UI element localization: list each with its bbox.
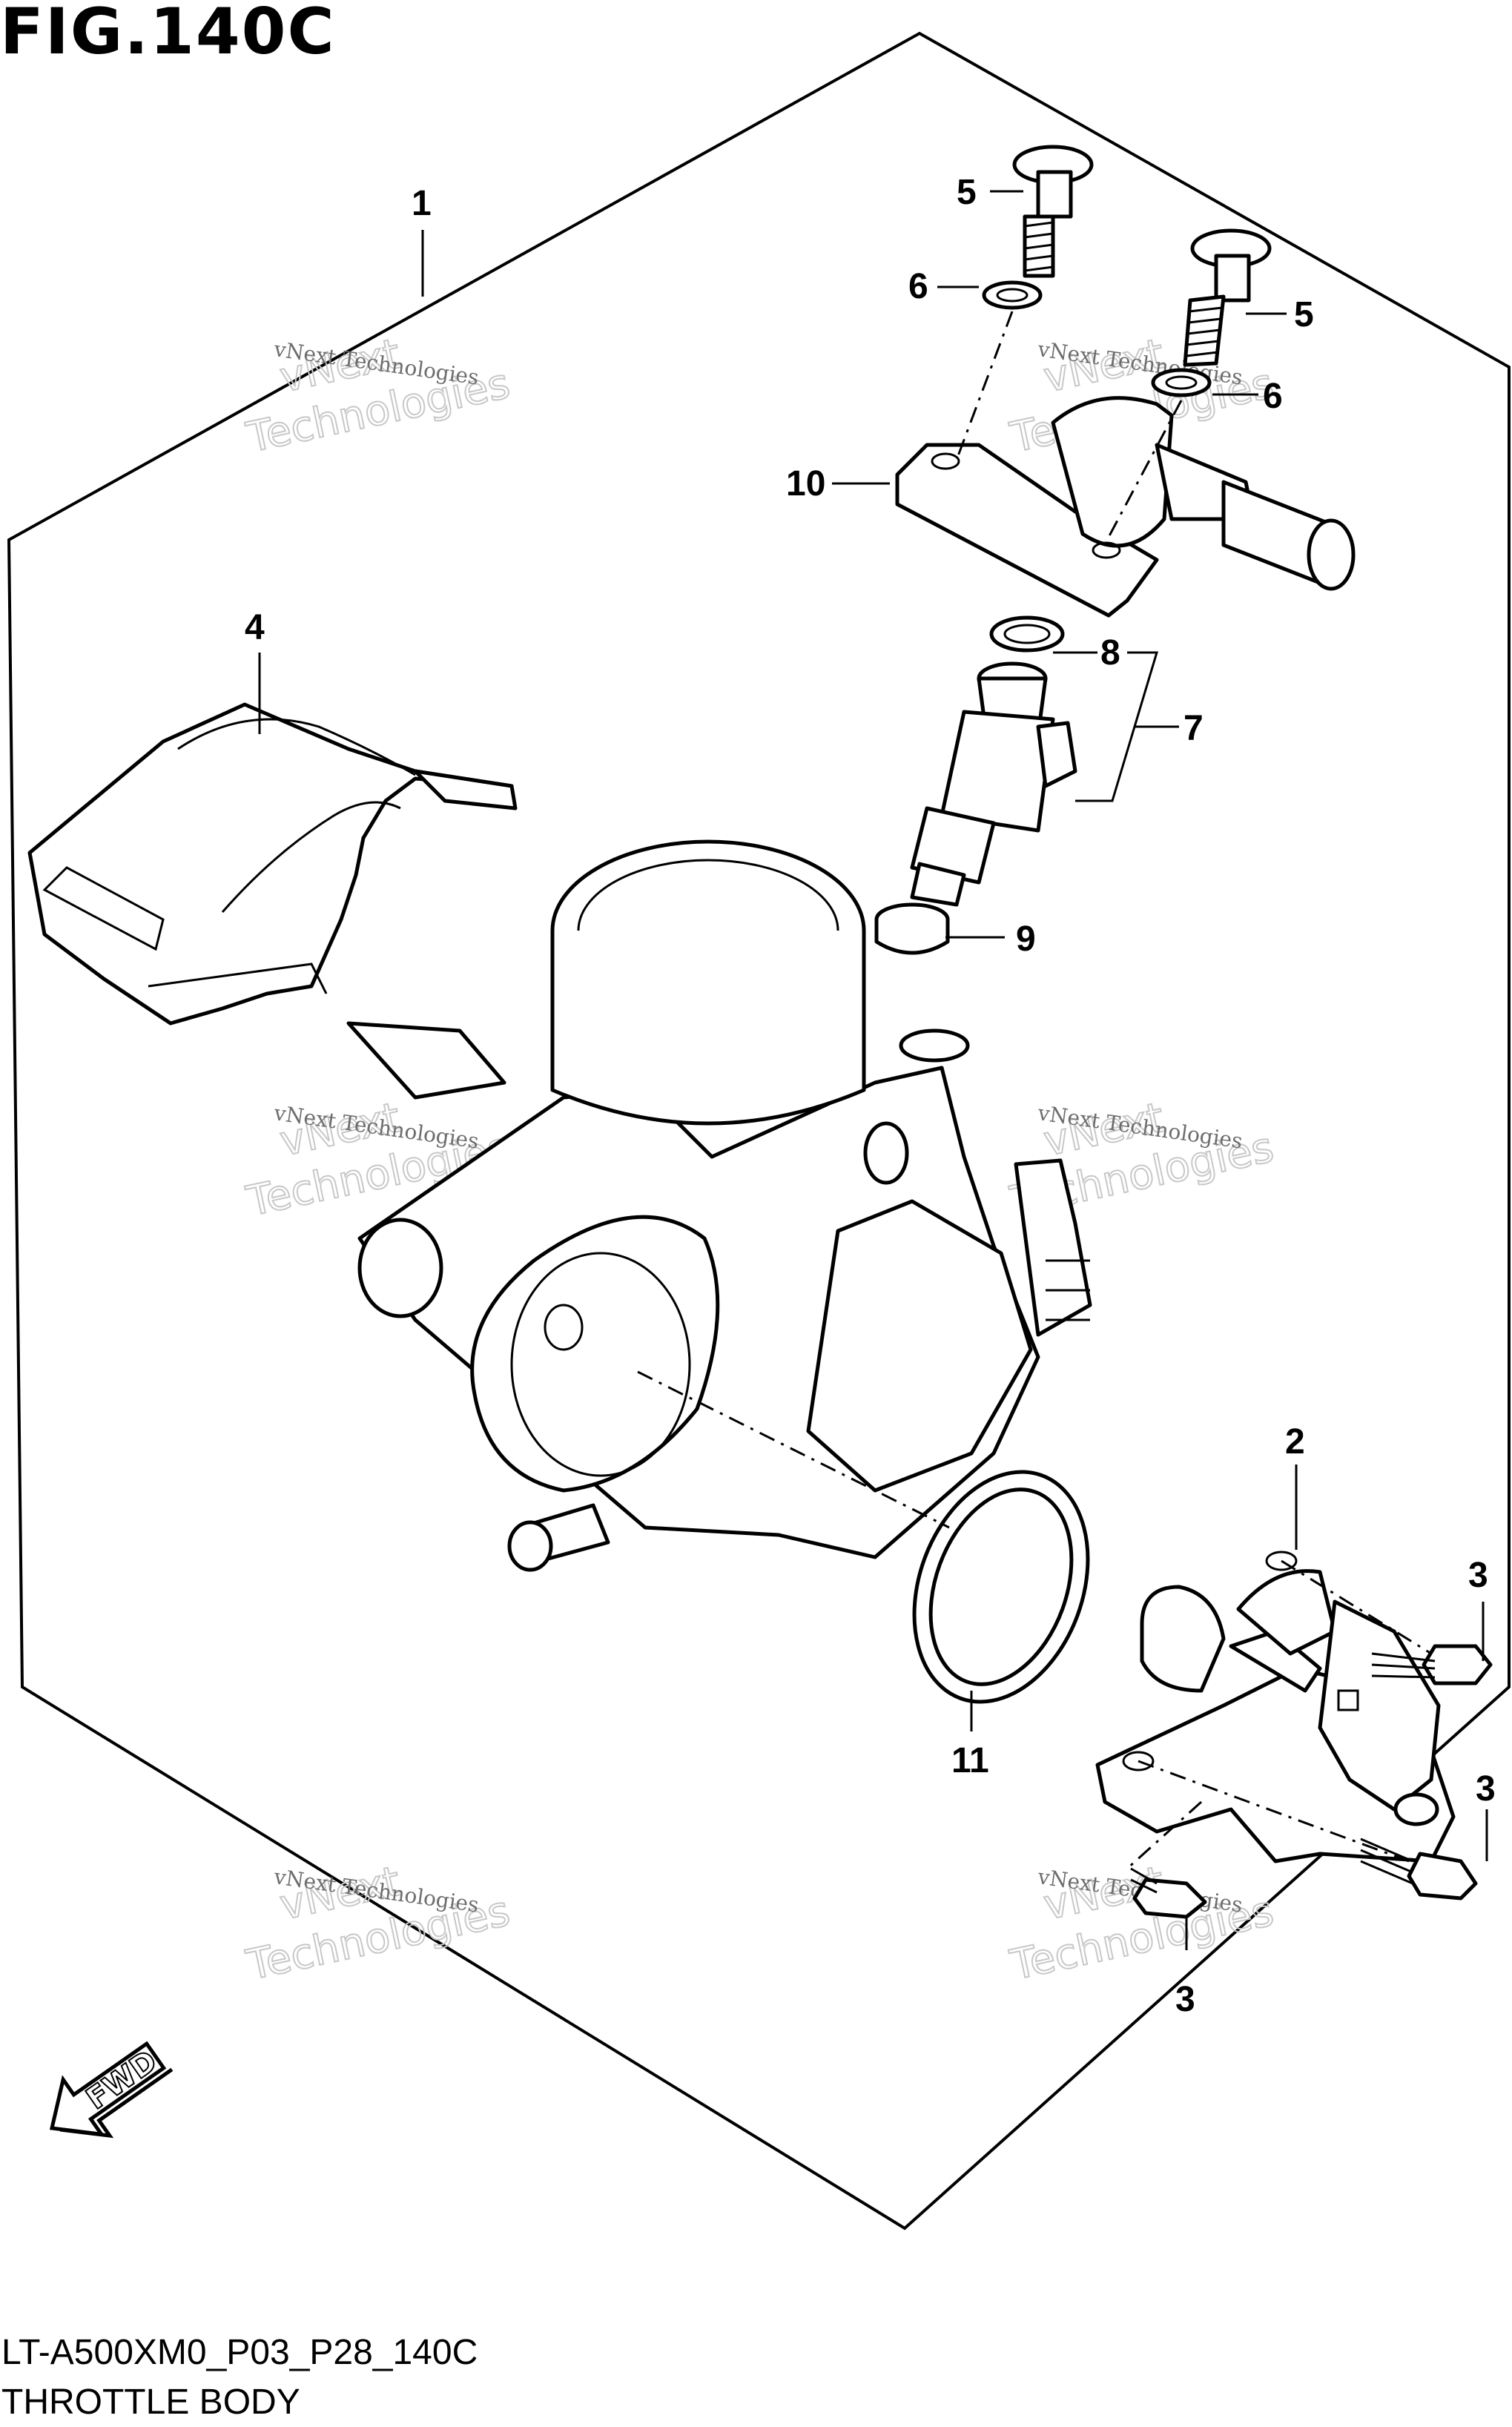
fwd-direction-arrow: FWD [49, 2041, 174, 2139]
callout-6: 6 [908, 267, 928, 306]
watermark: vNext Technologies vNext Technologies [242, 1857, 515, 1991]
watermark: vNext Technologies vNext Technologies [1006, 1857, 1278, 1991]
valve-part-2 [1095, 1551, 1456, 1863]
callout-5: 5 [1294, 295, 1314, 334]
screw-part-5-left [1012, 145, 1094, 278]
assembly-centerlines [637, 311, 1432, 1870]
figure-title: FIG.140C [0, 0, 336, 69]
washer-part-6-right [1151, 368, 1212, 397]
callout-2: 2 [1285, 1422, 1305, 1462]
callout-7: 7 [1183, 709, 1204, 748]
callout-8: 8 [1100, 633, 1120, 673]
screw-part-3-upper-right [1371, 1644, 1493, 1685]
screw-part-3-lower-right [1360, 1837, 1478, 1901]
screw-part-5-right [1183, 228, 1272, 367]
callout-9: 9 [1016, 919, 1036, 959]
callout-11: 11 [951, 1741, 989, 1780]
callout-3: 3 [1476, 1769, 1496, 1809]
leader-lines [258, 190, 1488, 1950]
assembly-outline [7, 31, 1511, 2230]
callout-5: 5 [957, 173, 977, 212]
callout-4: 4 [245, 608, 265, 647]
injector-holder-part-10 [895, 396, 1356, 618]
screw-part-3-bottom [1130, 1867, 1207, 1919]
callout-6: 6 [1263, 377, 1283, 416]
o-ring-part-8 [989, 615, 1065, 653]
seal-part-9 [874, 902, 950, 955]
watermark: vNext Technologies vNext Technologies [242, 329, 515, 463]
gasket-part-11 [912, 1470, 1090, 1704]
model-code: LT-A500XM0_P03_P28_140C [1, 2333, 478, 2372]
fuel-injector-part-7 [910, 661, 1077, 907]
cover-part-4 [27, 702, 518, 1026]
washer-part-6-left [982, 280, 1043, 310]
callout-3: 3 [1468, 1556, 1488, 1595]
section-title: THROTTLE BODY [1, 2383, 300, 2422]
callout-10: 10 [786, 464, 825, 503]
callout-1: 1 [412, 184, 432, 223]
callout-3: 3 [1175, 1980, 1195, 2019]
throttle-body [346, 839, 1092, 1572]
